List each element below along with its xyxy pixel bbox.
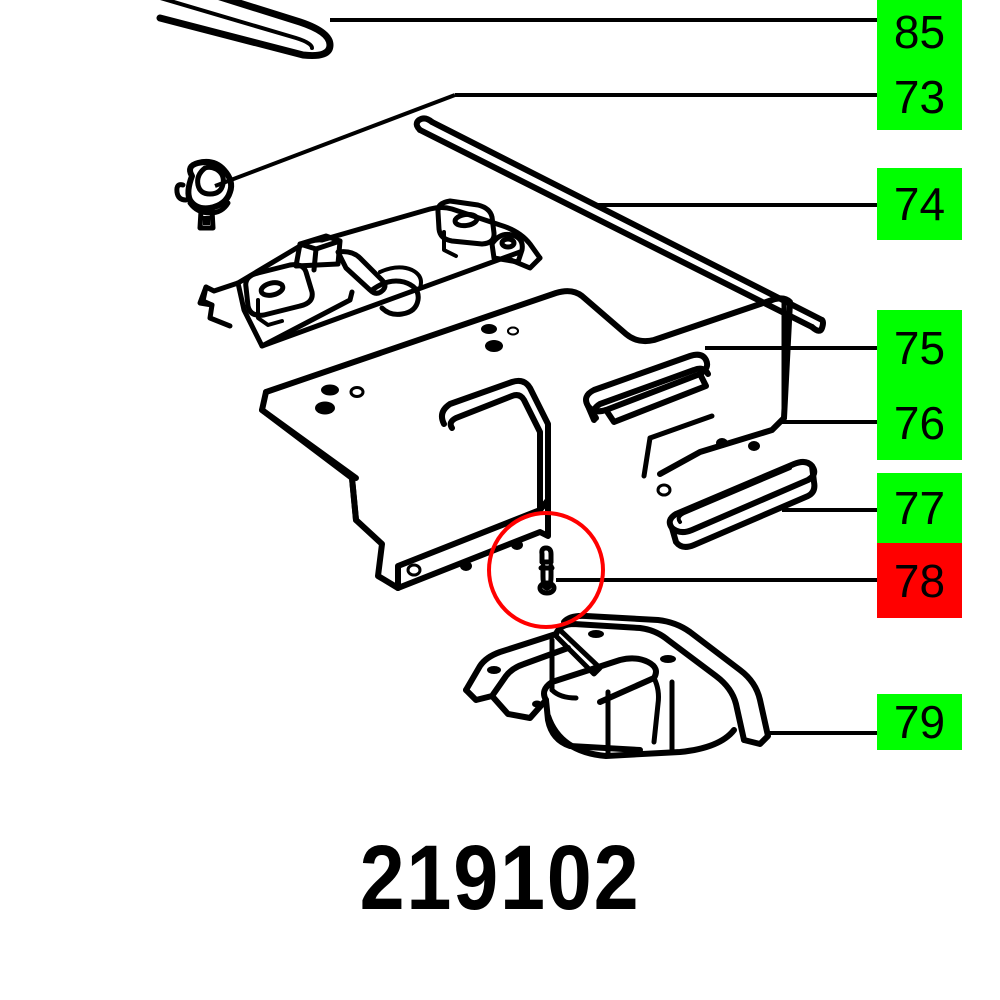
part-79-motor-housing-bracket: [463, 612, 771, 759]
part-78-fixing-screw: [537, 545, 557, 596]
part-75-slide-bracket: [197, 198, 543, 349]
callout-73[interactable]: 73: [877, 64, 962, 130]
callout-74-text: 74: [893, 178, 946, 230]
callout-78[interactable]: 78: [877, 543, 962, 618]
part-76-base-plate: [259, 288, 793, 591]
callout-77-text: 77: [893, 482, 946, 534]
callout-74[interactable]: 74: [877, 168, 962, 240]
callout-75[interactable]: 75: [877, 310, 962, 385]
callout-78-text: 78: [893, 554, 946, 607]
callout-75-text: 75: [893, 321, 946, 374]
leader-lines: [214, 18, 877, 735]
part-number-text: 219102: [359, 827, 641, 929]
callout-85[interactable]: 85: [877, 0, 962, 64]
callout-76[interactable]: 76: [877, 385, 962, 460]
callout-76-text: 76: [893, 396, 946, 449]
highlight-circle: [487, 511, 605, 629]
leader-line-73: [214, 93, 456, 188]
part-74-guide-rod: [413, 115, 826, 334]
callout-77[interactable]: 77: [877, 473, 962, 543]
callout-79-text: 79: [893, 696, 946, 748]
callout-85-text: 85: [893, 6, 946, 58]
part-number-caption: 219102: [60, 832, 940, 924]
callout-73-text: 73: [893, 71, 946, 123]
part-77-rubber-strip: [666, 458, 818, 550]
part-73-knob-screw: [174, 158, 235, 231]
callout-79[interactable]: 79: [877, 694, 962, 750]
part-85-handle-hook: [156, 0, 334, 59]
